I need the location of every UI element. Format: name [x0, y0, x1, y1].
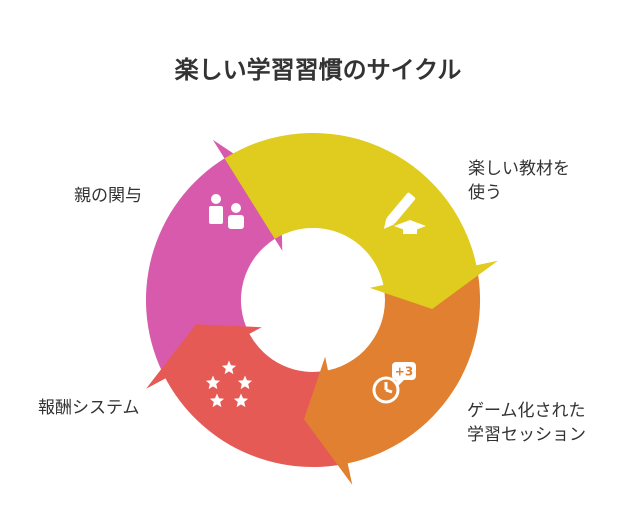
diagram-title: 楽しい学習習慣のサイクル: [174, 56, 462, 84]
label-gamified-sessions-line-1: ゲーム化された: [467, 401, 586, 421]
label-reward-system: 報酬システム: [38, 398, 140, 418]
timer-plus-three-icon: +3: [372, 362, 416, 404]
label-fun-materials: 楽しい教材を 使う: [468, 157, 570, 205]
five-stars-icon: [205, 360, 253, 408]
star-icon: [221, 360, 237, 375]
parent-child-icon: [209, 194, 244, 229]
pencil-graduation-cap-icon: [383, 192, 426, 234]
star-icon: [209, 393, 225, 408]
segment-parent-involvement: [145, 139, 283, 379]
star-icon: [233, 393, 249, 408]
svg-text:+3: +3: [395, 365, 413, 379]
label-gamified-sessions: ゲーム化された 学習セッション: [467, 399, 586, 447]
label-fun-materials-line-2: 使う: [468, 183, 502, 203]
star-icon: [237, 375, 253, 390]
label-parent-involvement: 親の関与: [74, 186, 142, 206]
segment-reward-system: [146, 324, 348, 468]
label-gamified-sessions-line-2: 学習セッション: [467, 425, 586, 445]
star-icon: [205, 375, 221, 390]
segment-fun-materials: [224, 132, 498, 309]
label-fun-materials-line-1: 楽しい教材を: [468, 159, 570, 179]
